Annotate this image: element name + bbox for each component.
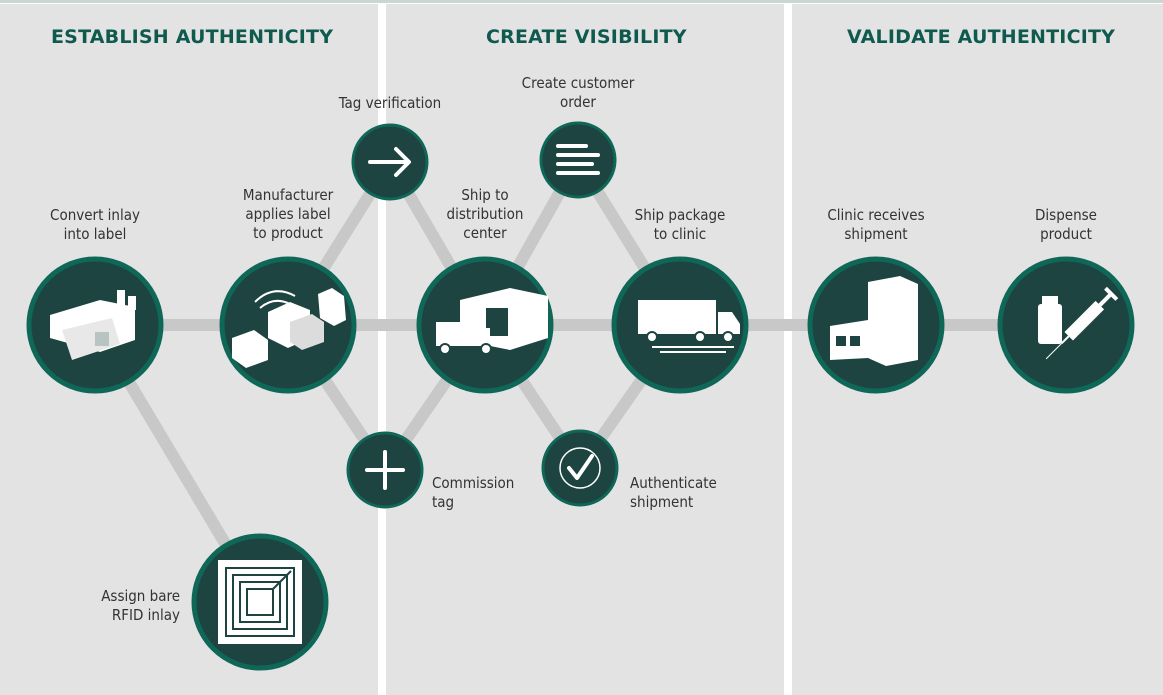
label-commission-tag: Commission tag — [432, 474, 515, 511]
vial-syringe-icon — [1038, 286, 1119, 360]
label-manufacturer: Manufacturer applies label to product — [242, 186, 334, 242]
label-create-order: Create customer order — [521, 74, 635, 111]
step-tag-verification-circle — [351, 123, 429, 201]
step-rfid-circle — [191, 533, 329, 671]
heading-establish-authenticity: ESTABLISH AUTHENTICITY — [51, 26, 334, 48]
label-ship-dc: Ship to distribution center — [446, 186, 524, 242]
factory-icon — [50, 290, 136, 360]
step-ship-dc-circle — [416, 256, 554, 394]
step-authenticate-circle — [541, 429, 619, 507]
warehouse-truck-icon — [436, 288, 548, 355]
step-create-order-circle — [539, 121, 617, 199]
heading-validate-authenticity: VALIDATE AUTHENTICITY — [847, 26, 1116, 48]
checkmark-icon — [559, 447, 601, 489]
label-clinic-receives: Clinic receives shipment — [827, 206, 925, 243]
label-dispense: Dispense product — [1035, 206, 1097, 243]
step-ship-clinic-circle — [611, 256, 749, 394]
label-assign-rfid: Assign bare RFID inlay — [101, 587, 180, 624]
boxes-icon — [232, 288, 346, 368]
top-rule — [0, 0, 1163, 3]
label-ship-clinic: Ship package to clinic — [634, 206, 726, 243]
step-dispense-circle — [997, 256, 1135, 394]
truck-icon — [638, 300, 740, 353]
list-lines-icon — [556, 144, 600, 175]
plus-icon — [365, 450, 405, 490]
label-tag-verification: Tag verification — [338, 94, 442, 112]
arrow-right-icon — [368, 147, 411, 177]
rfid-inlay-icon — [218, 560, 302, 644]
step-manufacturer-circle — [219, 256, 357, 394]
step-commission-circle — [346, 431, 424, 509]
step-clinic-circle — [807, 256, 945, 394]
label-convert-inlay: Convert inlay into label — [50, 206, 140, 243]
step-convert-circle — [26, 256, 164, 394]
heading-create-visibility: CREATE VISIBILITY — [486, 26, 687, 48]
label-authenticate-shipment: Authenticate shipment — [630, 474, 717, 511]
building-icon — [830, 276, 918, 366]
